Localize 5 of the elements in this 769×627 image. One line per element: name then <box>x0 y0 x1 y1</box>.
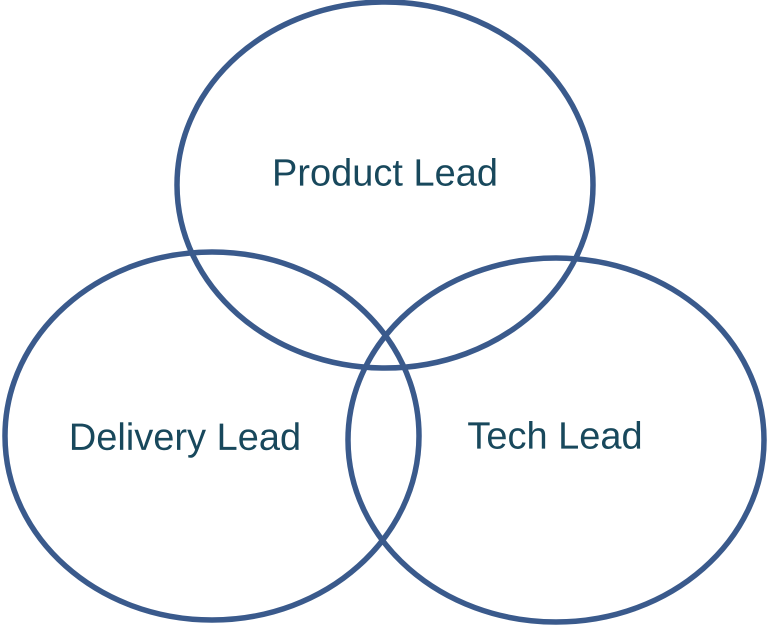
circle-label: Tech Lead <box>468 421 640 449</box>
venn-circle <box>345 255 767 625</box>
circle-label: Delivery Lead <box>72 422 299 458</box>
circle-label: Product Lead <box>275 158 496 186</box>
venn-circle <box>2 249 422 623</box>
